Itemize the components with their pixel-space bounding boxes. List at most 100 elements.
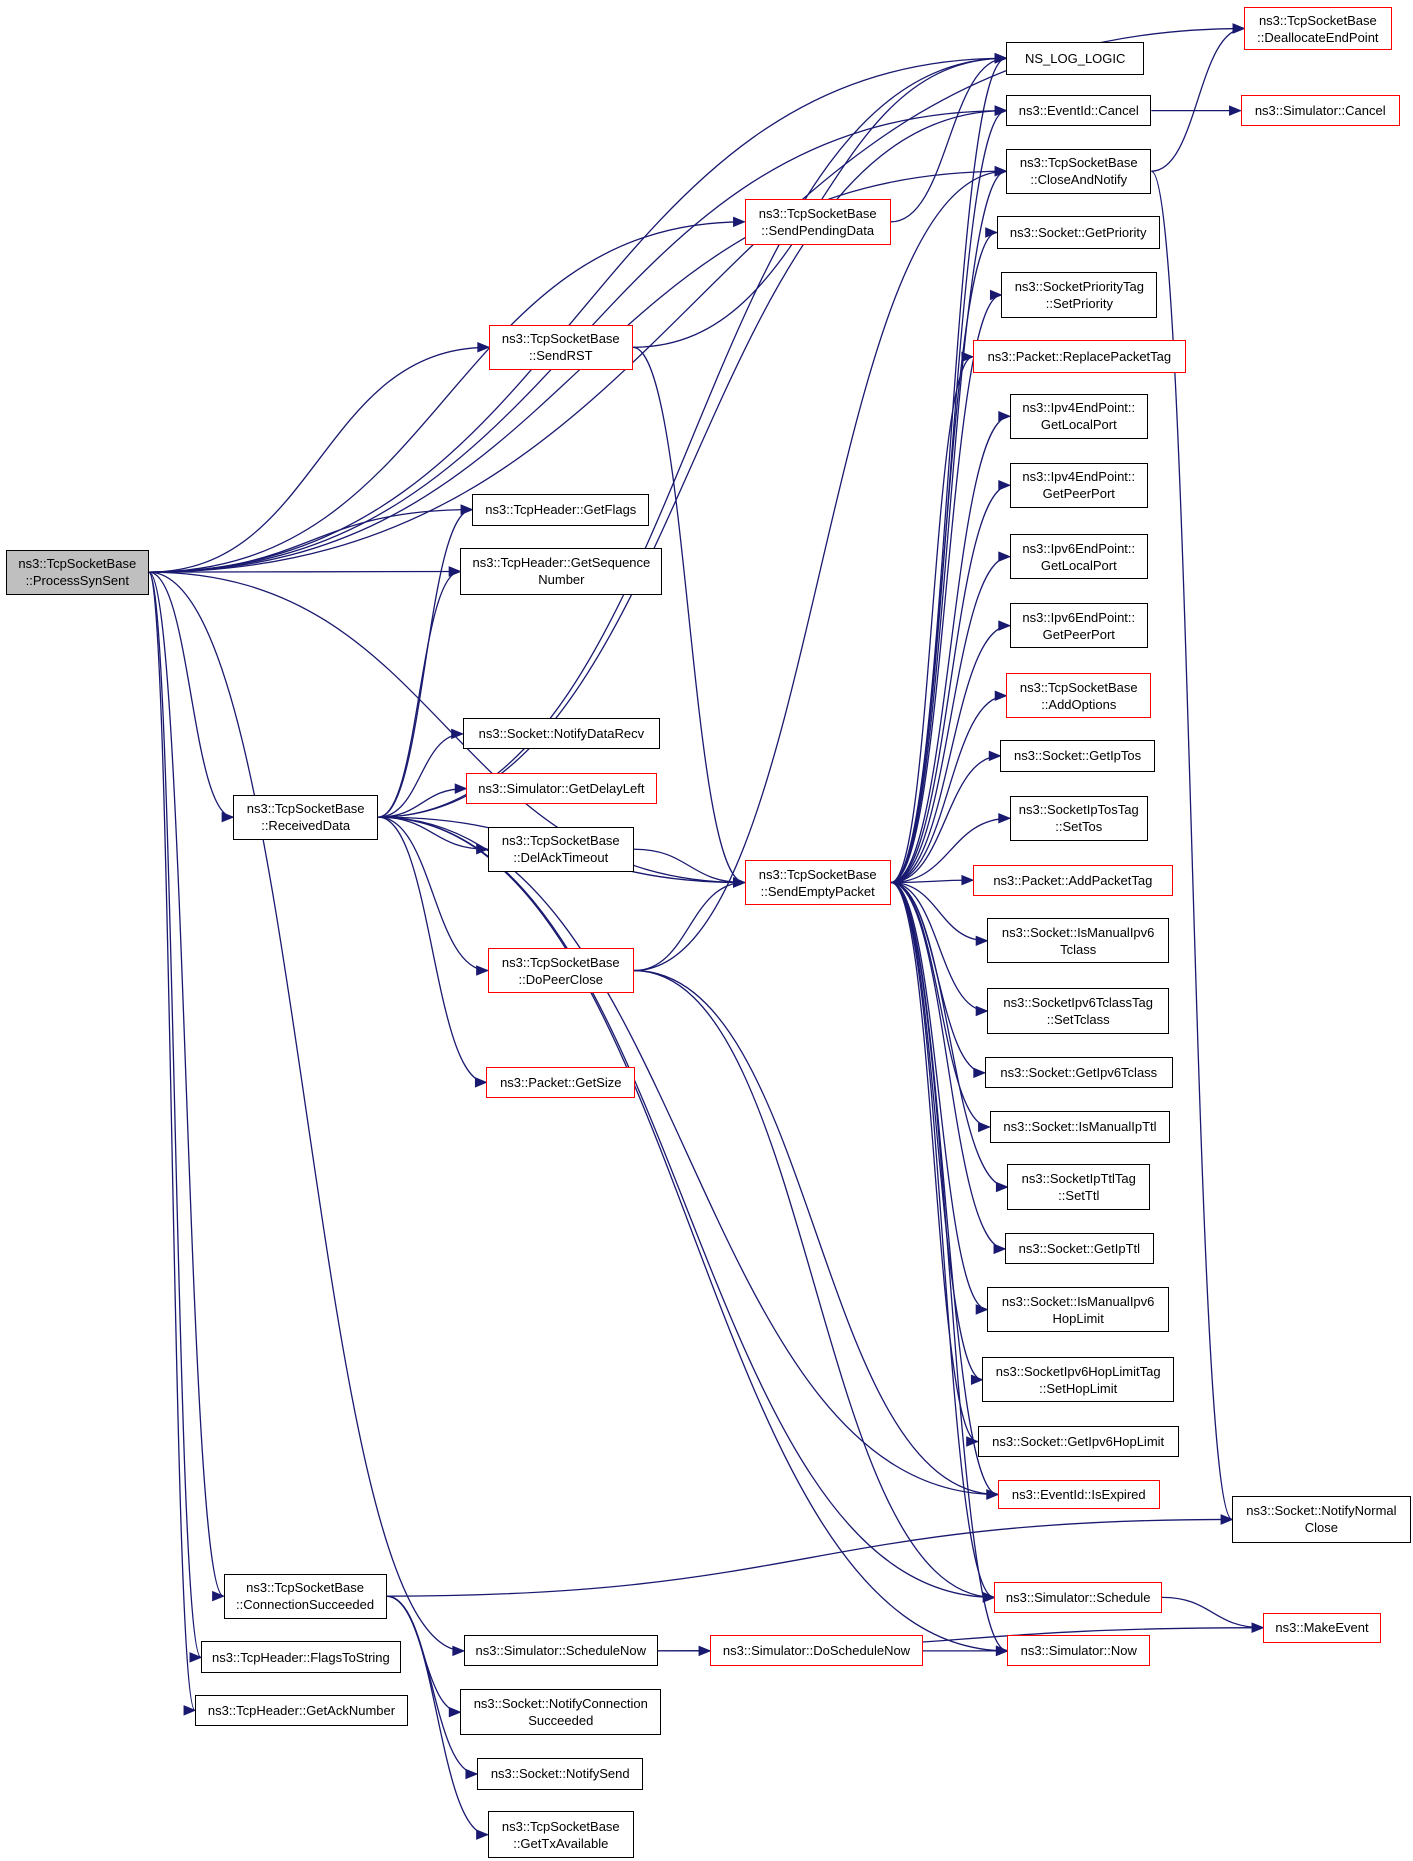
- edge-n25-n6: [890, 170, 1007, 884]
- node-n29[interactable]: ns3::SocketIpv6TclassTag::SetTclass: [987, 988, 1170, 1034]
- node-n9[interactable]: ns3::SocketPriorityTag::SetPriority: [1001, 272, 1158, 318]
- edge-arrowhead: [975, 1005, 989, 1017]
- node-n42[interactable]: ns3::MakeEvent: [1263, 1612, 1381, 1643]
- node-n26[interactable]: ns3::Packet::AddPacketTag: [972, 864, 1173, 896]
- node-n21[interactable]: ns3::TcpSocketBase::ReceivedData: [233, 794, 379, 840]
- node-n40[interactable]: ns3::TcpSocketBase::ConnectionSucceeded: [223, 1573, 387, 1619]
- node-n4[interactable]: ns3::EventId::Cancel: [1006, 95, 1152, 127]
- node-n28[interactable]: ns3::TcpSocketBase::DoPeerClose: [487, 947, 634, 994]
- edge-arrowhead: [961, 351, 975, 363]
- node-label-line: ns3::EventId::IsExpired: [1011, 1486, 1146, 1502]
- node-n5[interactable]: ns3::Simulator::Cancel: [1240, 95, 1400, 127]
- node-n19[interactable]: ns3::Socket::NotifyDataRecv: [462, 718, 661, 750]
- node-n38[interactable]: ns3::EventId::IsExpired: [997, 1479, 1160, 1510]
- node-n34[interactable]: ns3::Socket::GetIpTtl: [1005, 1233, 1154, 1265]
- edge-n1-n44: [148, 571, 464, 1652]
- node-n41[interactable]: ns3::Simulator::Schedule: [994, 1581, 1163, 1613]
- node-n12[interactable]: ns3::Ipv4EndPoint::GetLocalPort: [1009, 393, 1148, 439]
- edge-arrowhead: [994, 690, 1008, 702]
- node-n18[interactable]: ns3::TcpSocketBase::AddOptions: [1006, 673, 1152, 719]
- edge-n28-n25: [633, 881, 745, 972]
- edge-arrowhead: [998, 411, 1012, 422]
- edge-arrowhead: [975, 1304, 989, 1315]
- node-label-line: ns3::Packet::AddPacketTag: [993, 872, 1153, 888]
- node-label-line: ns3::Socket::GetIpTtl: [1018, 1241, 1141, 1257]
- node-n47[interactable]: ns3::TcpHeader::GetAckNumber: [195, 1694, 408, 1726]
- node-n46[interactable]: ns3::Simulator::Now: [1007, 1635, 1151, 1667]
- edge-n25-n41: [890, 881, 995, 1599]
- node-n49[interactable]: ns3::Socket::NotifySend: [476, 1757, 644, 1791]
- node-label-line: ns3::TcpHeader::GetFlags: [485, 502, 637, 518]
- edge-arrowhead: [1220, 1514, 1234, 1525]
- node-n13[interactable]: ns3::Ipv4EndPoint::GetPeerPort: [1009, 462, 1148, 508]
- node-n31[interactable]: ns3::Packet::GetSize: [486, 1066, 636, 1098]
- node-label-line: ::DoPeerClose: [518, 971, 604, 987]
- node-label-line: Close: [1304, 1520, 1339, 1536]
- edge-n25-n35: [890, 881, 988, 1311]
- node-label-line: ns3::EventId::Cancel: [1018, 103, 1139, 119]
- edge-n21-n3: [378, 57, 1007, 818]
- node-n7[interactable]: ns3::TcpSocketBase::SendPendingData: [744, 198, 891, 245]
- node-n10[interactable]: ns3::TcpSocketBase::SendRST: [488, 324, 633, 370]
- edge-n1-n21: [148, 571, 234, 818]
- node-label-line: GetLocalPort: [1040, 557, 1117, 573]
- edge-arrowhead: [998, 480, 1012, 491]
- node-label-line: ns3::Simulator::DoScheduleNow: [722, 1643, 911, 1659]
- edge-n25-n46: [890, 881, 1008, 1652]
- node-n6[interactable]: ns3::TcpSocketBase::CloseAndNotify: [1006, 148, 1152, 194]
- node-n44[interactable]: ns3::Simulator::ScheduleNow: [463, 1635, 658, 1667]
- node-n24[interactable]: ns3::TcpSocketBase::DelAckTimeout: [487, 826, 634, 872]
- edge-n1-n10: [148, 346, 489, 573]
- node-label-line: ns3::SocketPriorityTag: [1014, 278, 1145, 294]
- edge-arrowhead: [474, 1077, 488, 1088]
- edge-n24-n25: [633, 848, 745, 884]
- edge-n25-n12: [890, 415, 1010, 884]
- edge-arrowhead: [995, 1645, 1009, 1657]
- node-n20[interactable]: ns3::Socket::GetIpTos: [1000, 739, 1155, 772]
- node-n45[interactable]: ns3::Simulator::DoScheduleNow: [710, 1635, 923, 1667]
- node-label-line: ::SendRST: [528, 348, 593, 364]
- node-n3[interactable]: NS_LOG_LOGIC: [1006, 41, 1145, 75]
- node-label-line: GetPeerPort: [1042, 486, 1115, 502]
- node-n33[interactable]: ns3::SocketIpTtlTag::SetTtl: [1007, 1164, 1151, 1210]
- node-label-line: ns3::Packet::ReplacePacketTag: [987, 349, 1172, 365]
- call-edges: [148, 23, 1265, 1840]
- node-n32[interactable]: ns3::Socket::IsManualIpTtl: [989, 1110, 1171, 1143]
- node-n1[interactable]: ns3::TcpSocketBase::ProcessSynSent: [5, 549, 149, 595]
- edge-n1-n15: [148, 570, 461, 573]
- node-n30[interactable]: ns3::Socket::GetIpv6Tclass: [984, 1057, 1173, 1089]
- node-n16[interactable]: ns3::Ipv6EndPoint::GetLocalPort: [1009, 534, 1148, 580]
- node-n23[interactable]: ns3::SocketIpTosTag::SetTos: [1009, 795, 1148, 841]
- node-label-line: ns3::Socket::GetIpv6HopLimit: [992, 1434, 1165, 1450]
- node-n50[interactable]: ns3::TcpSocketBase::GetTxAvailable: [487, 1811, 634, 1858]
- node-n36[interactable]: ns3::SocketIpv6HopLimitTag::SetHopLimit: [982, 1357, 1174, 1403]
- edge-n21-n15: [378, 570, 461, 818]
- node-n2[interactable]: ns3::TcpSocketBase::DeallocateEndPoint: [1244, 7, 1392, 50]
- edge-arrowhead: [998, 813, 1012, 824]
- edge-arrowhead: [994, 105, 1008, 116]
- node-label-line: Tclass: [1060, 941, 1097, 957]
- edge-n21-n41: [378, 816, 995, 1599]
- node-n25[interactable]: ns3::TcpSocketBase::SendEmptyPacket: [744, 859, 891, 906]
- node-n37[interactable]: ns3::Socket::GetIpv6HopLimit: [977, 1426, 1179, 1457]
- node-n14[interactable]: ns3::TcpHeader::GetFlags: [472, 493, 650, 526]
- edge-n25-n36: [890, 881, 983, 1381]
- edge-n21-n19: [378, 733, 463, 818]
- edge-arrowhead: [221, 811, 235, 823]
- edge-n25-n18: [890, 695, 1007, 884]
- edge-n1-n14: [148, 509, 473, 573]
- node-n17[interactable]: ns3::Ipv6EndPoint::GetPeerPort: [1009, 603, 1148, 649]
- edge-n25-n37: [890, 881, 978, 1443]
- node-n43[interactable]: ns3::TcpHeader::FlagsToString: [201, 1641, 401, 1674]
- node-n22[interactable]: ns3::Simulator::GetDelayLeft: [466, 773, 657, 805]
- edge-arrowhead: [989, 289, 1003, 301]
- node-n11[interactable]: ns3::Packet::ReplacePacketTag: [972, 340, 1186, 374]
- node-n8[interactable]: ns3::Socket::GetPriority: [996, 216, 1160, 249]
- node-label-line: ns3::SocketIpv6HopLimitTag: [995, 1363, 1161, 1379]
